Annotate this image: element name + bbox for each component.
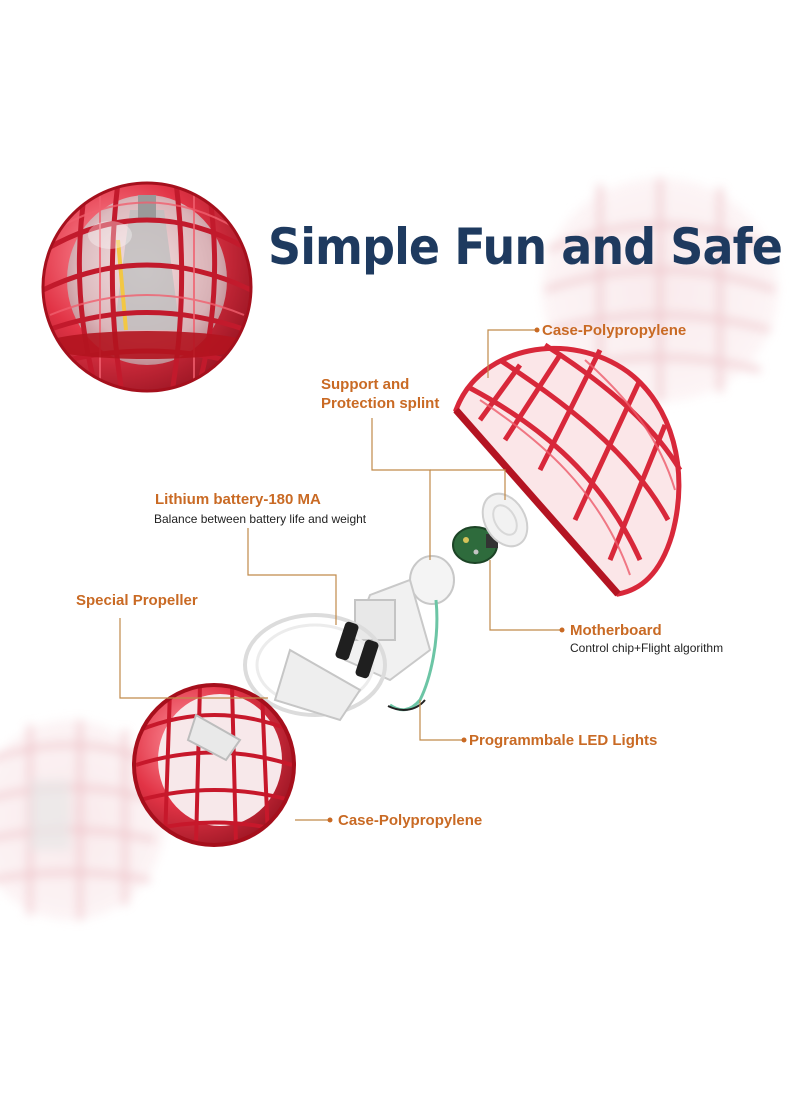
- callout-motherboard-description: Control chip+Flight algorithm: [570, 641, 724, 655]
- callout-motherboard: Motherboard: [570, 622, 662, 639]
- callout-support-line1: Support and: [321, 376, 410, 393]
- assembled-flying-ball: [41, 181, 253, 393]
- support-splint: [481, 492, 529, 548]
- case-top-dome: [453, 342, 683, 597]
- callout-propeller: Special Propeller: [76, 592, 198, 609]
- leader-dots: [327, 327, 565, 823]
- motherboard-pcb: [452, 526, 498, 564]
- core-frame: [243, 555, 455, 722]
- callout-battery-description: Balance between battery life and weight: [154, 512, 367, 526]
- callout-support-line2: Protection splint: [321, 395, 440, 412]
- ghost-ball-top-right: [542, 178, 778, 402]
- leader-lines: [119, 329, 560, 821]
- callout-led-lights: Programmbale LED Lights: [469, 732, 658, 749]
- case-bottom-shell: [132, 683, 296, 847]
- callout-case-bottom: Case-Polypropylene: [338, 812, 483, 829]
- headline: Simple Fun and Safe: [268, 218, 783, 276]
- callout-battery: Lithium battery-180 MA: [155, 491, 321, 508]
- ghost-ball-bottom-left: [0, 720, 165, 920]
- callout-case-top: Case-Polypropylene: [542, 322, 687, 339]
